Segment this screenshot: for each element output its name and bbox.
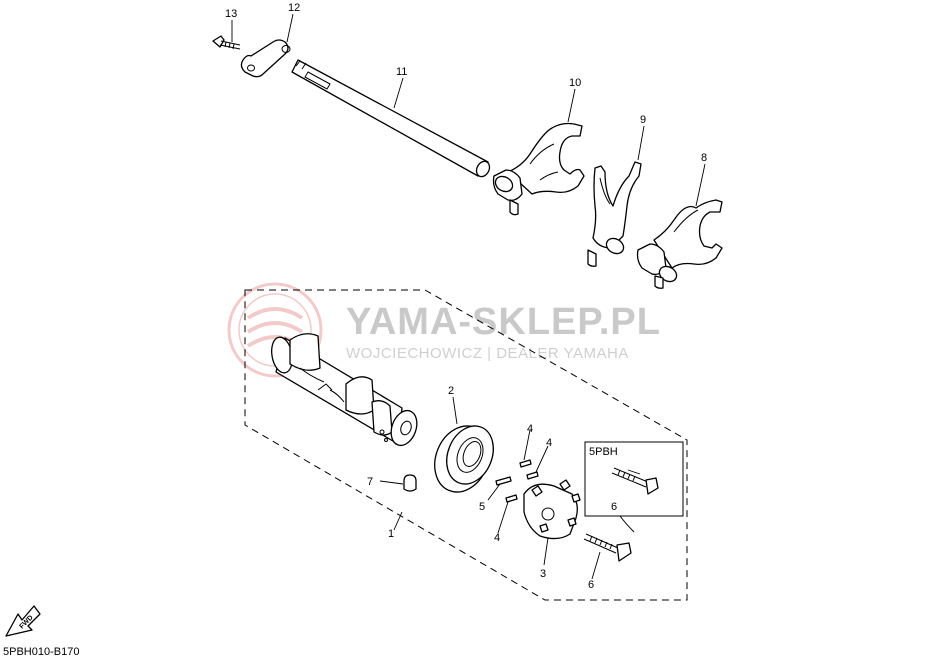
callout-1: 1 [388, 528, 394, 540]
diagram-code: 5PBH010-B170 [3, 646, 80, 658]
callout-11: 11 [396, 66, 407, 78]
callout-numbers: 13 12 11 10 9 8 2 4 4 5 4 3 7 1 6 6 [225, 2, 707, 591]
watermark: YAMA-SKLEP.PL WOJCIECHOWICZ | DEALER YAM… [227, 282, 661, 378]
part-4-pins [505, 459, 539, 503]
callout-4-low: 4 [494, 532, 500, 544]
part-9-shift-fork [587, 161, 642, 267]
variant-box-label: 5PBH [589, 446, 618, 458]
leader-lines [231, 13, 706, 580]
callout-3: 3 [540, 568, 546, 580]
part-1-shift-drum [271, 333, 418, 447]
part-2-bearing [434, 425, 494, 493]
callout-5: 5 [479, 501, 485, 513]
part-8-shift-fork [636, 199, 723, 289]
callout-6-main: 6 [588, 579, 594, 591]
callout-10: 10 [569, 77, 581, 89]
watermark-subtitle: WOJCIECHOWICZ | DEALER YAMAHA [346, 345, 629, 362]
watermark-brand: YAMA-SKLEP.PL [346, 301, 661, 343]
callout-9: 9 [640, 114, 646, 126]
callout-6-box: 6 [611, 501, 617, 513]
callout-13: 13 [225, 8, 237, 20]
callout-4-top: 4 [527, 423, 533, 435]
part-11-guide-bar [291, 59, 491, 178]
part-5-pin [495, 476, 512, 486]
callout-8: 8 [701, 152, 707, 164]
part-6-bolt [583, 533, 632, 562]
fwd-arrow: FWD [5, 605, 41, 637]
callout-12: 12 [288, 2, 300, 14]
assembly-outline [244, 289, 688, 601]
part-13-screw [212, 35, 241, 50]
part-3-segment [523, 479, 581, 540]
callout-7: 7 [367, 476, 373, 488]
callout-4-mid: 4 [546, 437, 552, 449]
part-7-screw [403, 474, 417, 492]
part-10-shift-fork [492, 122, 585, 216]
part-12-lever-plate [240, 39, 291, 78]
variant-box-5pbh: 5PBH [584, 441, 684, 533]
callout-2: 2 [448, 385, 454, 397]
